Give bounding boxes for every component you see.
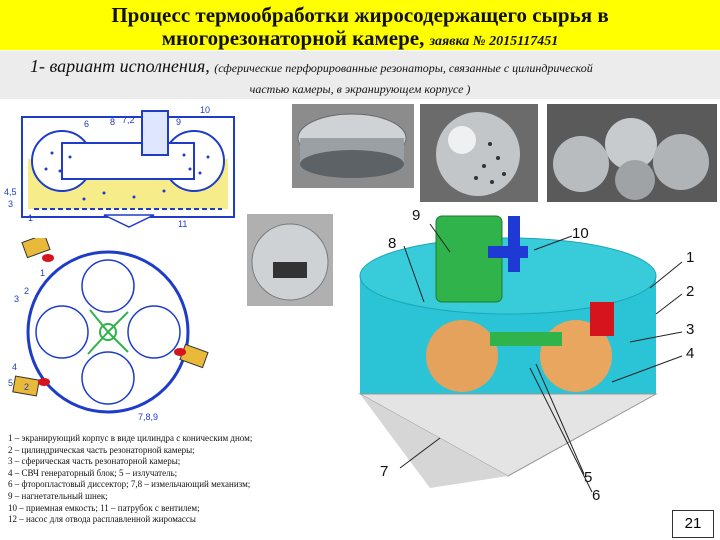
page-title-line1: Процесс термообработки жиросодержащего с… (111, 3, 609, 27)
top-label-3: 3 (8, 199, 13, 209)
photo-sphere-assembly (247, 214, 333, 306)
plan-label-5: 5 (8, 378, 13, 388)
model-label-5: 5 (584, 469, 592, 486)
plan-label-789: 7,8,9 (138, 412, 158, 422)
cross-section-schematic: 8 7,2 9 10 6 4,5 3 1 11 (4, 105, 235, 229)
top-label-72: 7,2 (122, 115, 135, 125)
page-number: 21 (672, 510, 714, 538)
plan-label-2: 2 (24, 286, 29, 296)
legend-item: 10 – приемная емкость; 11 – патрубок с в… (8, 502, 200, 513)
top-label-1: 1 (28, 213, 33, 223)
title-main: многорезонаторной камере, (161, 26, 425, 50)
parts-legend: 1 – экранирующий корпус в виде цилиндра … (8, 433, 368, 526)
model-label-10: 10 (572, 225, 589, 242)
model-label-8: 8 (388, 235, 396, 252)
legend-item: 6 – фторопластовый диссектор; 7,8 – изме… (8, 479, 251, 490)
page-title-line2: многорезонаторной камере, заявка № 20151… (0, 26, 720, 54)
legend-item: 1 – экранирующий корпус в виде цилиндра … (8, 433, 253, 443)
top-label-11: 11 (178, 219, 187, 229)
model-label-9: 9 (412, 207, 420, 224)
top-label-8: 8 (110, 117, 115, 127)
subtitle-line1: 1- вариант исполнения, (сферические перф… (30, 56, 593, 77)
plan-label-2b: 2 (24, 382, 29, 392)
patent-application: заявка № 2015117451 (429, 34, 559, 49)
legend-item: 2 – цилиндрическая часть резонаторной ка… (8, 444, 195, 455)
photo-sphere-ring (547, 104, 717, 202)
subtitle-band (0, 51, 720, 99)
top-label-6: 6 (84, 119, 89, 129)
chamber-3d-model: 9 10 8 1 2 3 4 7 5 6 (358, 207, 694, 504)
plan-label-1: 1 (40, 268, 45, 278)
subtitle-line2: частью камеры, в экранирующем корпусе ) (249, 82, 471, 96)
photo-cylinder-resonator (292, 104, 414, 188)
legend-item: 12 – насос для отвода расплавленной жиро… (8, 514, 196, 525)
plan-view-schematic: 1 2 3 4 5 2 7,8,9 (8, 238, 209, 422)
variant-detail: (сферические перфорированные резонаторы,… (214, 61, 593, 75)
plan-label-3: 3 (14, 294, 19, 304)
photo-perforated-sphere (420, 104, 538, 202)
model-label-6: 6 (592, 487, 600, 504)
top-label-10: 10 (200, 105, 210, 115)
legend-item: 3 – сферическая часть резонаторной камер… (8, 456, 181, 467)
variant-label: 1- вариант исполнения, (30, 56, 210, 76)
legend-item: 4 – СВЧ генераторный блок; 5 – излучател… (8, 467, 178, 478)
top-label-45: 4,5 (4, 187, 17, 197)
model-label-7: 7 (380, 463, 388, 480)
model-label-1: 1 (686, 249, 694, 266)
model-label-3: 3 (686, 321, 694, 338)
model-label-2: 2 (686, 283, 694, 300)
top-label-9: 9 (176, 117, 181, 127)
plan-label-4: 4 (12, 362, 17, 372)
model-label-4: 4 (686, 345, 694, 362)
title-band (0, 0, 720, 50)
legend-item: 9 – нагнетательный шнек; (8, 490, 108, 501)
